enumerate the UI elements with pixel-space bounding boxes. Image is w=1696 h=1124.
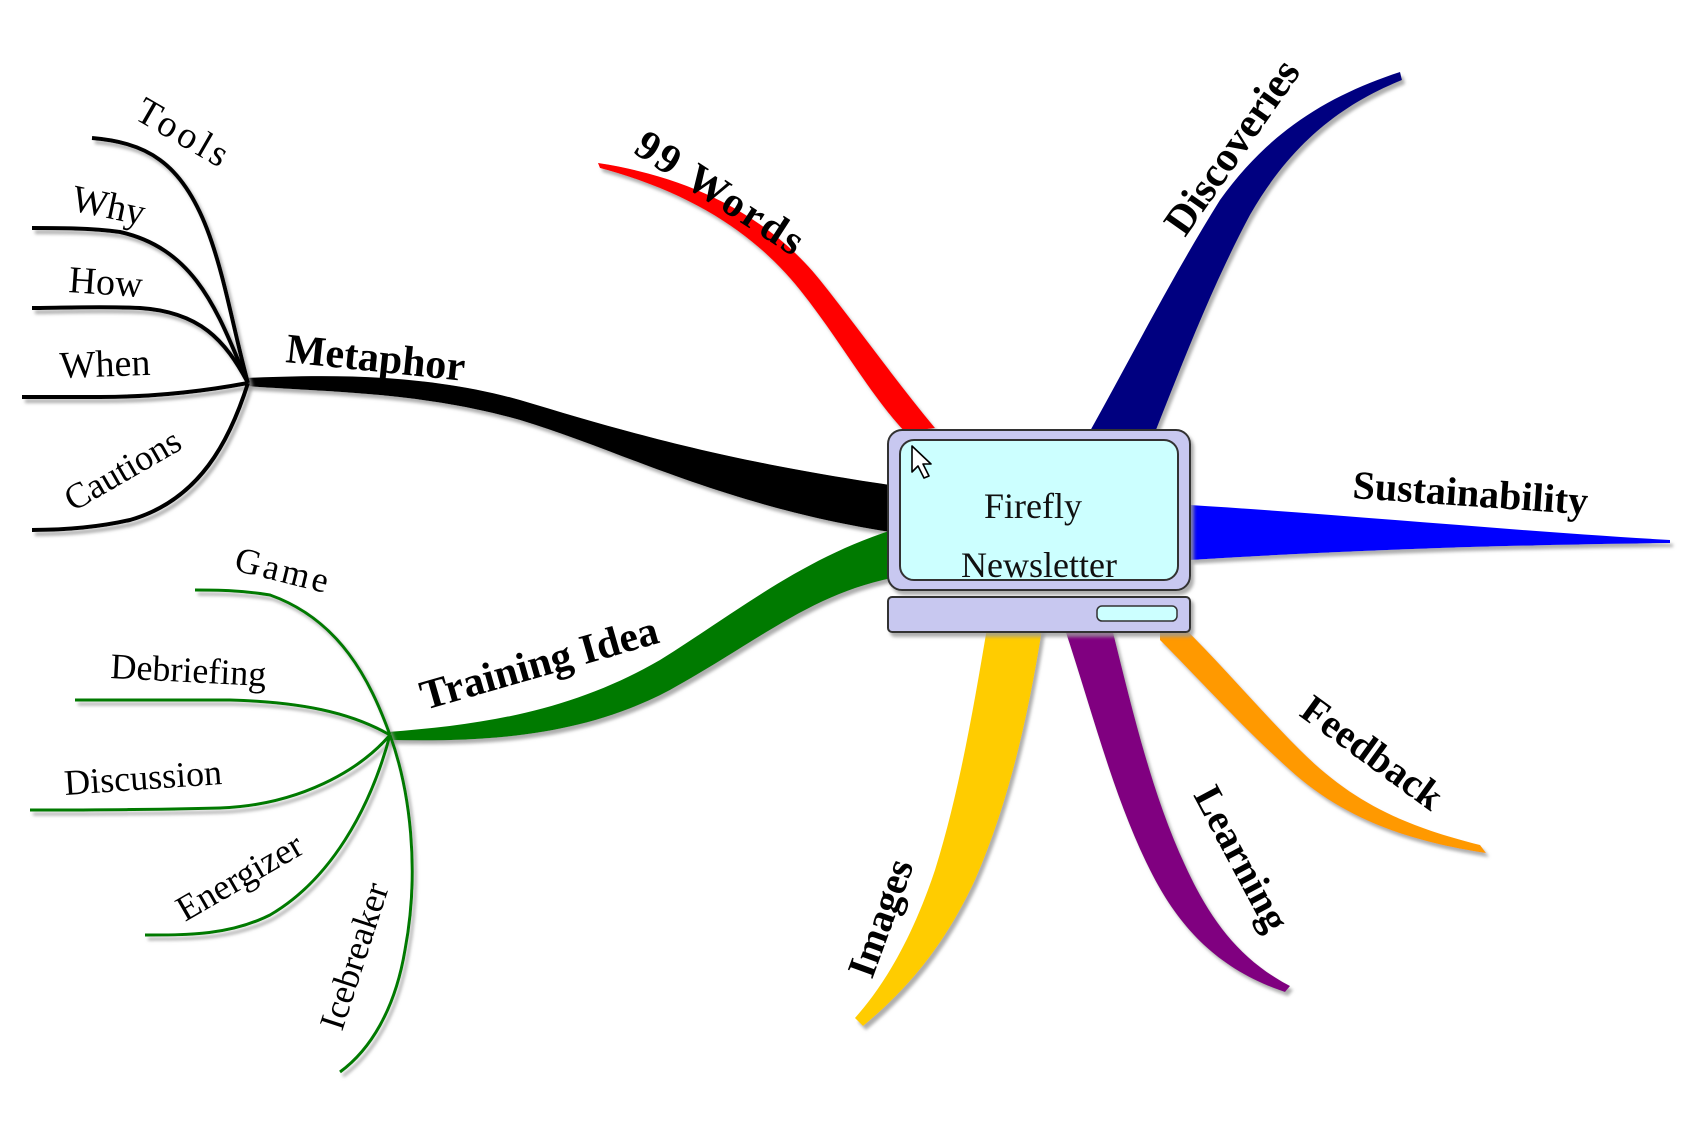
branch-sustainability[interactable] [1190, 505, 1670, 560]
sub-branch-how[interactable] [31, 305, 250, 384]
metaphor-sub-branches [22, 136, 250, 532]
label-discussion: Discussion [63, 752, 223, 803]
sub-branch-discussion[interactable] [29, 734, 392, 812]
branch-training-idea[interactable] [388, 530, 892, 741]
label-tools: Tools [129, 89, 240, 177]
center-node[interactable]: Firefly Newsletter [887, 429, 1191, 633]
branch-metaphor[interactable] [245, 376, 890, 532]
mouse-cursor-icon [911, 445, 932, 479]
branch-learning[interactable] [1055, 600, 1290, 992]
laptop-icon [887, 429, 1191, 633]
sub-branch-cautions[interactable] [31, 382, 250, 532]
label-why: Why [68, 178, 149, 234]
sub-branch-why[interactable] [31, 226, 250, 384]
sub-branch-tools[interactable] [91, 136, 250, 384]
label-feedback: Feedback [1293, 686, 1453, 820]
sub-branch-energizer[interactable] [144, 734, 392, 937]
label-energizer: Energizer [169, 825, 310, 929]
label-when: When [59, 342, 151, 387]
branch-discoveries[interactable] [1085, 72, 1402, 445]
label-sustainability: Sustainability [1351, 462, 1589, 523]
label-icebreaker: Icebreaker [312, 878, 397, 1035]
sub-branch-game[interactable] [194, 588, 392, 736]
sub-branch-icebreaker[interactable] [339, 734, 414, 1074]
branch-99-words[interactable] [598, 163, 935, 432]
center-title-line1: Firefly [984, 486, 1082, 526]
sub-branch-debriefing[interactable] [75, 698, 391, 737]
branch-images[interactable] [855, 610, 1045, 1026]
label-how: How [67, 259, 144, 306]
training-sub-branches [29, 588, 414, 1074]
label-debriefing: Debriefing [110, 646, 268, 694]
center-title-line2: Newsletter [961, 545, 1117, 585]
label-99-words: 99 Words [627, 122, 815, 267]
sub-branch-when[interactable] [22, 381, 249, 400]
